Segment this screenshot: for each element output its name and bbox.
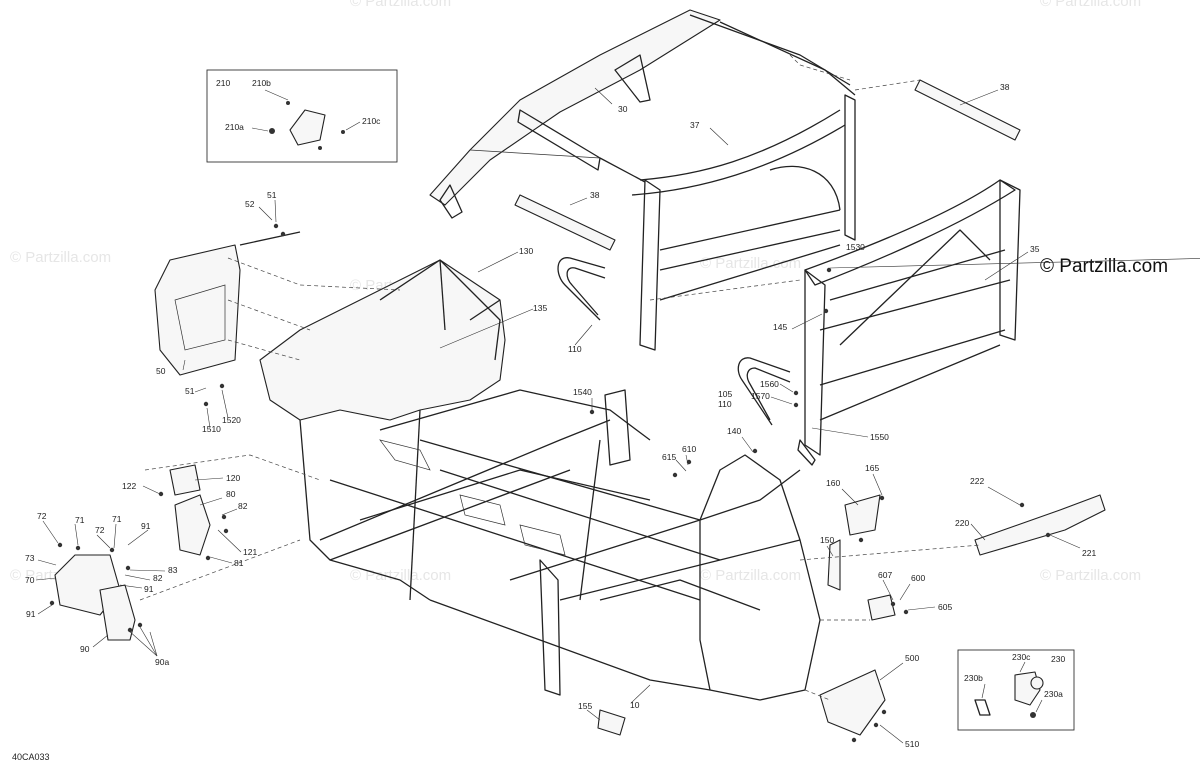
roll-cage-front (429, 9, 856, 351)
watermark-text: © Partzilla.com (350, 0, 451, 10)
callout-label: 73 (25, 553, 35, 563)
callout-label: 1560 (760, 379, 779, 389)
callout-label: 71 (112, 514, 122, 524)
callout-label: 72 (95, 525, 105, 535)
callout-label: 91 (141, 521, 151, 531)
callout-label: 38 (590, 190, 600, 200)
callout-label: 51 (185, 386, 195, 396)
inset-210: 210 210b 210a 210c (206, 69, 398, 163)
callout-label: 120 (226, 473, 240, 483)
callout-label: 50 (156, 366, 166, 376)
callout-label: 82 (153, 573, 163, 583)
main-frame (259, 259, 821, 701)
inset-part-label: 210b (252, 78, 271, 88)
callout-label: 605 (938, 602, 952, 612)
inset-part-label: 230c (1012, 652, 1031, 662)
callout-label: 1520 (222, 415, 241, 425)
callout-label: 70 (25, 575, 35, 585)
callout-label: 220 (955, 518, 969, 528)
callout-label: 121 (243, 547, 257, 557)
callout-label: 165 (865, 463, 879, 473)
callout-label: 510 (905, 739, 919, 749)
callout-label: 91 (26, 609, 36, 619)
drawing-code: 40CA033 (12, 752, 50, 762)
watermark-text: © Partzilla.com (700, 255, 801, 272)
callout-label: 615 (662, 452, 676, 462)
callout-label: 1540 (573, 387, 592, 397)
callout-label: 222 (970, 476, 984, 486)
callout-label: 80 (226, 489, 236, 499)
watermark-text: © Partzilla.com (700, 567, 801, 584)
watermark-text: © Partzilla.com (350, 567, 451, 584)
callout-label: 90a (155, 657, 169, 667)
callout-label: 1550 (870, 432, 889, 442)
callout-label: 35 (1030, 244, 1040, 254)
watermark-text: © Partzilla.com (10, 249, 111, 266)
callout-label: 83 (168, 565, 178, 575)
callout-label: 145 (773, 322, 787, 332)
callout-label: 38 (1000, 82, 1010, 92)
inset-title: 210 (216, 78, 230, 88)
callout-label: 110 (568, 344, 582, 354)
callout-label: 110 (718, 399, 732, 409)
callout-label: 81 (234, 558, 244, 568)
front-bracket (154, 231, 301, 376)
inset-part-label: 210a (225, 122, 244, 132)
callout-label: 1510 (202, 424, 221, 434)
callout-label: 607 (878, 570, 892, 580)
callout-label: 91 (144, 584, 154, 594)
callout-label: 140 (727, 426, 741, 436)
inset-230: 230 230c 230b 230a (957, 649, 1075, 731)
callout-label: 500 (905, 653, 919, 663)
callout-label: 221 (1082, 548, 1096, 558)
inset-part-label: 230a (1044, 689, 1063, 699)
callout-label: 52 (245, 199, 255, 209)
callout-label: 160 (826, 478, 840, 488)
callout-label: 1530 (846, 242, 865, 252)
callout-label: 30 (618, 104, 628, 114)
callout-label: 122 (122, 481, 136, 491)
watermark-text: © Partzilla.com (1040, 0, 1141, 10)
grab-handle (557, 257, 791, 426)
callout-label: 51 (267, 190, 277, 200)
callout-label: 72 (37, 511, 47, 521)
brand-watermark: © Partzilla.com (1040, 256, 1168, 277)
roll-cage-rear (797, 179, 1021, 466)
callout-labels: 30 37 38 38 35 51 52 50 51 1520 1510 130… (25, 82, 1096, 749)
callout-label: 82 (238, 501, 248, 511)
callout-label: 71 (75, 515, 85, 525)
callout-label: 135 (533, 303, 547, 313)
guide-lines (139, 54, 981, 701)
right-side-parts (597, 494, 1106, 736)
fasteners (49, 223, 1051, 743)
inset-part-label: 230b (964, 673, 983, 683)
callout-label: 1570 (751, 391, 770, 401)
callout-label: 150 (820, 535, 834, 545)
callout-label: 610 (682, 444, 696, 454)
inset-title: 230 (1051, 654, 1065, 664)
inset-part-label: 210c (362, 116, 381, 126)
callout-label: 130 (519, 246, 533, 256)
callout-label: 105 (718, 389, 732, 399)
cross-bar-38 (514, 79, 1021, 251)
callout-label: 10 (630, 700, 640, 710)
callout-label: 37 (690, 120, 700, 130)
callout-label: 155 (578, 701, 592, 711)
leader-lines (35, 87, 1200, 744)
watermark-text: © Partzilla.com (1040, 567, 1141, 584)
callout-label: 600 (911, 573, 925, 583)
callout-label: 90 (80, 644, 90, 654)
side-brackets (54, 464, 211, 641)
